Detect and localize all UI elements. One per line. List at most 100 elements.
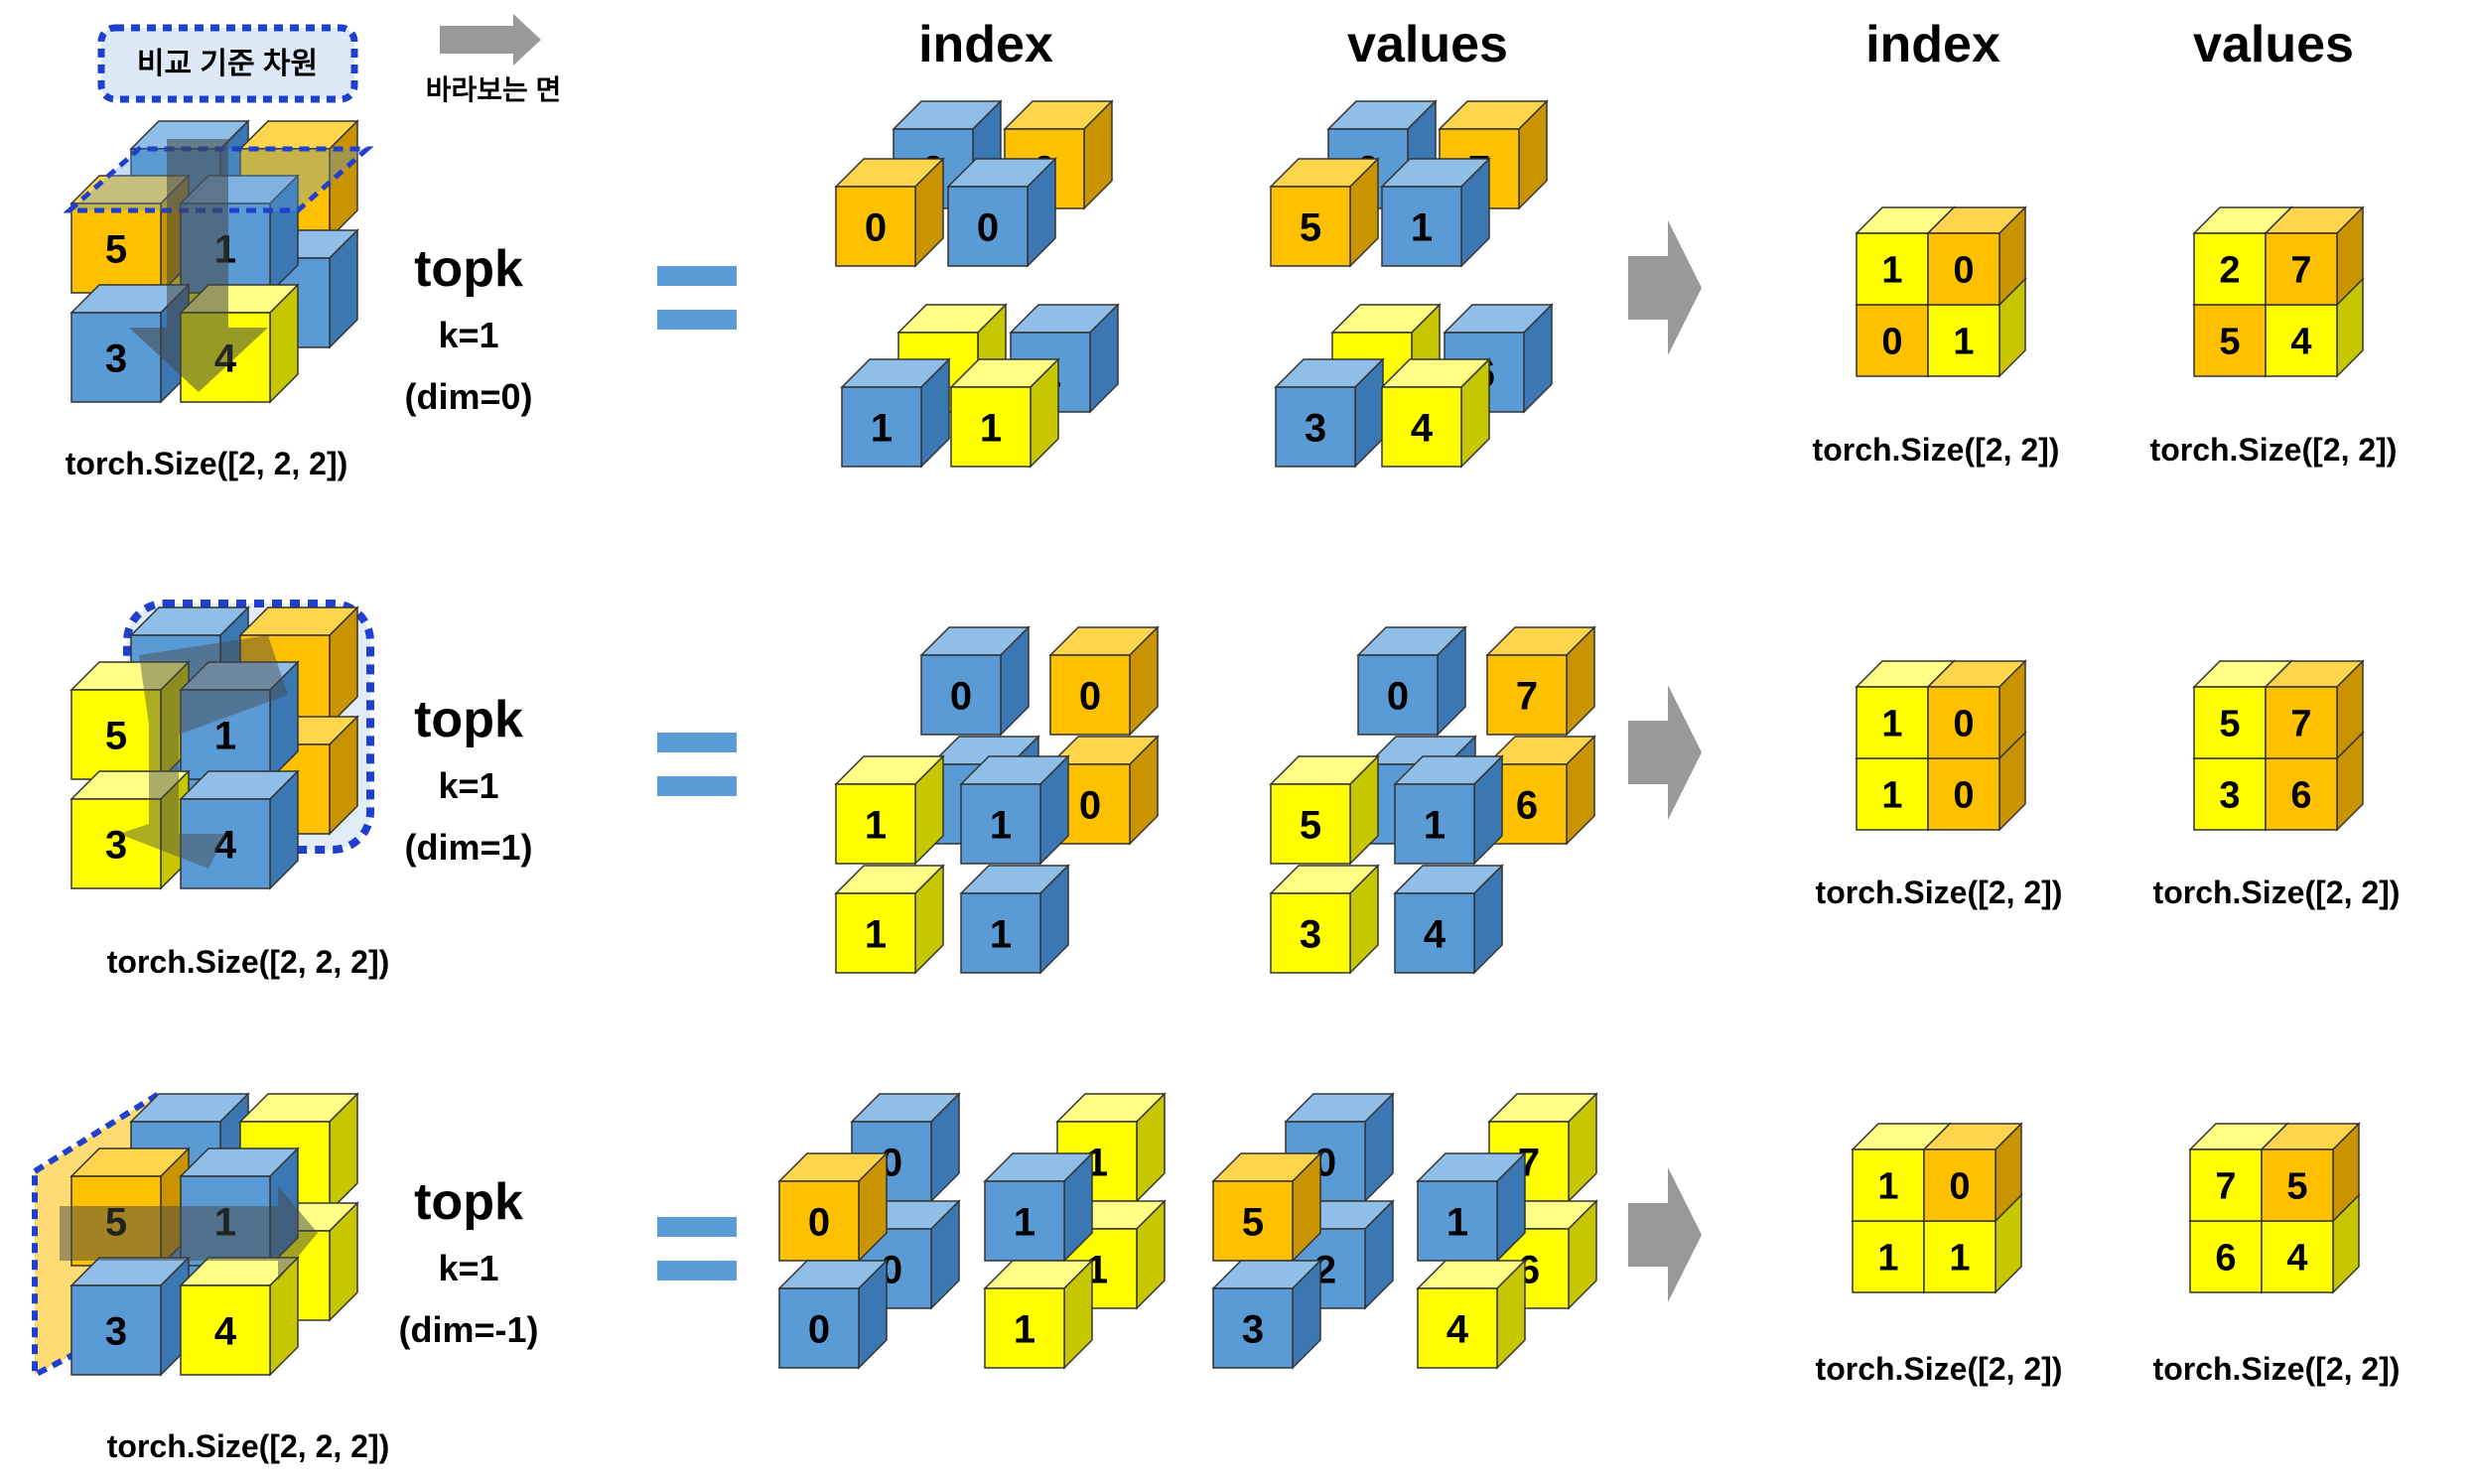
- tensor-cube: 3: [69, 769, 191, 890]
- cube-label: 3: [1300, 912, 1321, 956]
- value-cube: 4: [1393, 864, 1504, 975]
- cube-label: 1: [1877, 1238, 1898, 1280]
- value-cube: 4: [1416, 1259, 1527, 1370]
- legend-arrow-icon: [440, 14, 541, 66]
- cube-label: 6: [2290, 775, 2311, 817]
- cube-label: 7: [2290, 704, 2311, 745]
- cube-label: 0: [1079, 674, 1101, 718]
- cube-label: 1: [980, 406, 1002, 450]
- tensor-cube: 4: [179, 1256, 300, 1377]
- row2-index-size: torch.Size([2, 2]): [1816, 875, 2063, 910]
- value-cube: 1: [1393, 754, 1504, 866]
- row3-topk: topk: [414, 1173, 523, 1231]
- cube-label: 7: [1516, 674, 1538, 718]
- cube-layer: 0726513407265134072651340000111107512634…: [32, 99, 2365, 1380]
- row3-values-size: torch.Size([2, 2]): [2153, 1351, 2401, 1387]
- cube-label: 4: [1446, 1307, 1469, 1351]
- cube-label: 1: [1877, 1166, 1898, 1208]
- equals-icon: [657, 733, 737, 796]
- cube-label: 0: [950, 674, 972, 718]
- cube-label: 5: [1242, 1200, 1264, 1244]
- value-cube: 1: [1416, 1151, 1527, 1263]
- cube-label: 1: [1953, 322, 1974, 363]
- cube-label: 0: [1949, 1166, 1970, 1208]
- cube-label: 0: [865, 205, 887, 249]
- row3-dim: (dim=-1): [398, 1309, 538, 1350]
- index-cube: 0: [919, 625, 1031, 737]
- index-cube: 1: [834, 864, 945, 975]
- cube-label: 4: [2286, 1238, 2307, 1280]
- cube-label: 1: [1881, 250, 1902, 292]
- cube-label: 0: [1387, 674, 1409, 718]
- right-arrow-icon: [1628, 685, 1702, 820]
- cube-label: 4: [214, 823, 237, 867]
- row3-index-size: torch.Size([2, 2]): [1816, 1351, 2063, 1387]
- cube-label: 1: [865, 803, 887, 847]
- equals-icon: [657, 1217, 737, 1281]
- index-cube: 1: [959, 864, 1070, 975]
- cube-label: 0: [1079, 783, 1101, 827]
- index-cube: 0: [1048, 625, 1160, 737]
- tensor-cube: 3: [69, 1256, 191, 1377]
- cube-label: 7: [2290, 250, 2311, 292]
- row1-topk: topk: [414, 240, 523, 298]
- row1-index-size: torch.Size([2, 2]): [1813, 432, 2060, 468]
- cube-label: 5: [2286, 1166, 2307, 1208]
- result-cube: 7: [2264, 205, 2365, 307]
- row1-k: k=1: [438, 315, 498, 355]
- cube-label: 3: [1305, 406, 1326, 450]
- row2-input-size: torch.Size([2, 2, 2]): [107, 944, 390, 980]
- value-cube: 5: [1211, 1151, 1322, 1263]
- legend-arrow-text: 바라보는 면: [426, 74, 562, 105]
- cube-label: 1: [1014, 1200, 1035, 1244]
- index-cube: 1: [834, 754, 945, 866]
- index-cube: 1: [983, 1259, 1094, 1370]
- row2-k: k=1: [438, 765, 498, 806]
- cube-label: 1: [1446, 1200, 1468, 1244]
- cube-label: 2: [2219, 250, 2240, 292]
- cube-label: 1: [1949, 1238, 1970, 1280]
- cube-label: 5: [1300, 205, 1321, 249]
- value-cube: 6: [1485, 735, 1596, 846]
- legend-badge: [97, 24, 358, 103]
- equals-icon: [657, 266, 737, 330]
- cube-label: 1: [871, 406, 893, 450]
- cube-label: 1: [1881, 704, 1902, 745]
- result-arrows: [1628, 220, 1702, 1302]
- cube-label: 4: [1424, 912, 1446, 956]
- cube-label: 0: [808, 1307, 830, 1351]
- header-index-right: index: [1865, 16, 2000, 73]
- cube-label: 0: [1953, 250, 1974, 292]
- cube-label: 0: [1953, 775, 1974, 817]
- legend-badge-text: 비교 기준 차원: [137, 48, 318, 80]
- result-cube: 0: [1926, 205, 2027, 307]
- index-cube: 0: [850, 1199, 961, 1310]
- index-cube: 1: [840, 357, 951, 469]
- header-values-mid: values: [1347, 16, 1508, 73]
- index-cube: 1: [983, 1151, 1094, 1263]
- cube-label: 1: [990, 912, 1012, 956]
- cube-label: 4: [2290, 322, 2311, 363]
- row1-direction-arrow-icon: [129, 139, 268, 392]
- cube-label: 0: [808, 1200, 830, 1244]
- cube-label: 5: [1300, 803, 1321, 847]
- tensor-cube: 1: [179, 660, 300, 781]
- cube-label: 5: [2219, 322, 2240, 363]
- result-cube: 7: [2264, 659, 2365, 760]
- value-cube: 7: [1485, 625, 1596, 737]
- result-cube: 0: [1926, 659, 2027, 760]
- tensor-cube: 4: [179, 769, 300, 890]
- cube-label: 1: [1014, 1307, 1035, 1351]
- cube-label: 3: [105, 337, 127, 380]
- row2-direction-arrow-icon: [119, 635, 288, 869]
- cube-label: 0: [977, 205, 999, 249]
- row3-k: k=1: [438, 1248, 498, 1288]
- cube-label: 1: [865, 912, 887, 956]
- legend: 비교 기준 차원 바라보는 면: [97, 14, 562, 105]
- value-cube: 5: [1269, 157, 1380, 268]
- cube-label: 1: [1424, 803, 1446, 847]
- cube-label: 4: [214, 1309, 237, 1353]
- cube-label: 1: [214, 714, 236, 757]
- index-cube: 0: [946, 157, 1057, 268]
